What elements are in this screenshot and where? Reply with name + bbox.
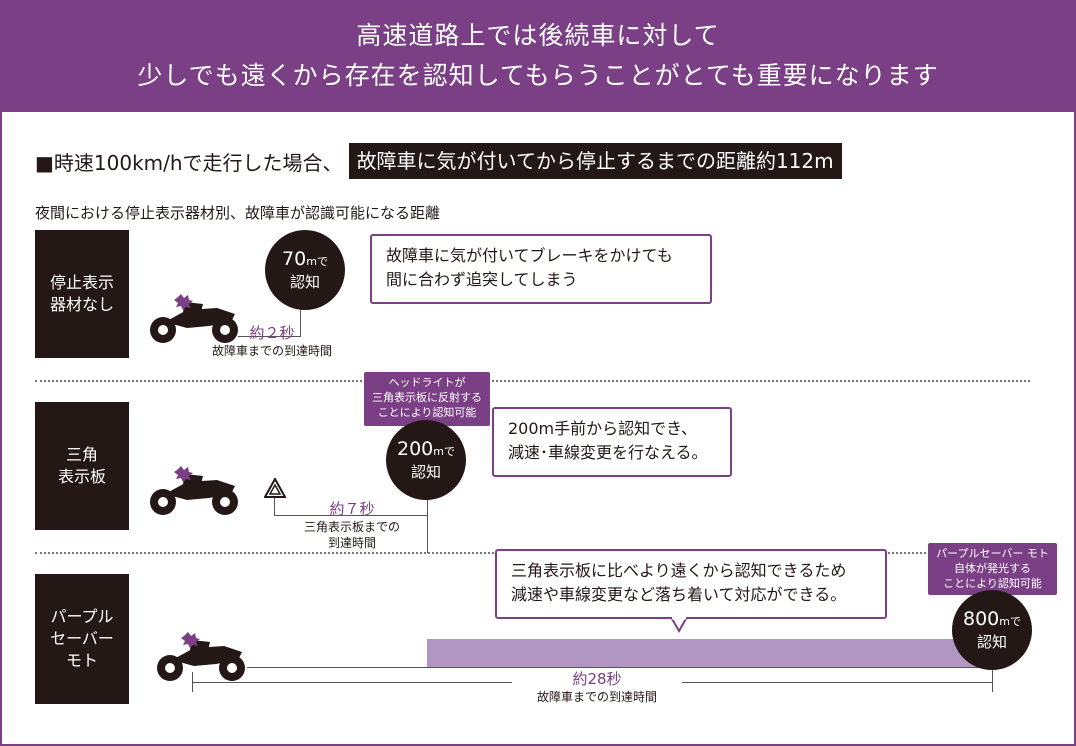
row-label-triangle: 三角 表示板 <box>35 402 129 530</box>
time-baseline <box>247 667 993 668</box>
callout-line: 間に合わず追突してしまう <box>386 270 578 289</box>
time-baseline <box>274 515 427 516</box>
distance-unit: mで <box>306 254 328 268</box>
reflection-note-tag: ヘッドライトが 三角表示板に反射する ことにより認知可能 <box>364 372 490 426</box>
warning-triangle-icon <box>264 478 286 498</box>
banner-line-1: 高速道路上では後続車に対して <box>356 21 720 50</box>
section-subtitle: 夜間における停止表示器材別、故障車が認識可能になる距離 <box>35 204 441 222</box>
distance-unit: mで <box>433 444 455 458</box>
tag-line: パープルセーバー モト <box>936 547 1049 560</box>
row-label-line: 停止表示 <box>49 273 114 292</box>
distance-suffix: 認知 <box>410 462 441 481</box>
motorcycle-icon <box>150 294 238 343</box>
tag-line: ことにより認知可能 <box>943 577 1042 590</box>
callout-line: 200m手前から認知でき、 <box>508 419 698 438</box>
row-label-line: セーバー <box>50 629 114 648</box>
distance-value: 200 <box>397 437 434 460</box>
row-label-line: パープル <box>50 607 114 626</box>
time-value: 約２秒 <box>249 324 295 342</box>
distance-marker-line <box>274 498 275 516</box>
row-label-line: 器材なし <box>49 295 114 314</box>
condition-prefix: ■時速100km/hで走行した場合、 <box>35 150 343 175</box>
time-baseline <box>238 336 301 337</box>
row-divider <box>35 380 1030 382</box>
time-value: 約７秒 <box>329 500 375 518</box>
time-description: 三角表示板までの <box>303 520 400 534</box>
time-label: 約７秒 三角表示板までの 到達時間 <box>277 500 427 551</box>
motorcycle-icon <box>157 632 245 681</box>
motorcycle-icon <box>150 466 238 515</box>
row-label-purple-saver: パープル セーバー モト <box>35 574 129 704</box>
time-label: 約28秒 故障車までの到達時間 <box>512 670 682 705</box>
callout-box: 200m手前から認知でき、 減速･車線変更を行なえる。 <box>492 407 732 477</box>
distance-marker-line <box>300 292 301 336</box>
distance-circle: 200mで 認知 <box>386 420 466 500</box>
self-luminous-note-tag: パープルセーバー モト 自体が発光する ことにより認知可能 <box>928 543 1057 595</box>
distance-circle: 800mで 認知 <box>952 590 1032 670</box>
distance-unit: mで <box>999 614 1021 628</box>
time-description: 到達時間 <box>327 536 376 550</box>
condition-statement: ■時速100km/hで走行した場合、 故障車に気が付いてから停止するまでの距離約… <box>35 143 842 179</box>
recognition-distance-bar <box>427 639 993 667</box>
distance-value: 70 <box>282 247 307 270</box>
time-description: 故障車までの到達時間 <box>536 690 657 704</box>
callout-line: 故障車に気が付いてブレーキをかけても <box>386 246 673 265</box>
tag-line: 三角表示板に反射する <box>372 391 482 404</box>
callout-line: 減速や車線変更など落ち着いて対応ができる。 <box>511 585 847 604</box>
tag-line: 自体が発光する <box>954 562 1031 575</box>
callout-box: 故障車に気が付いてブレーキをかけても 間に合わず追突してしまう <box>370 234 712 304</box>
time-value: 約28秒 <box>572 670 622 688</box>
callout-line: 三角表示板に比べより遠くから認知できるため <box>511 561 847 580</box>
distance-suffix: 認知 <box>976 632 1007 651</box>
callout-pointer <box>670 617 688 633</box>
tag-line: ヘッドライトが <box>388 376 466 389</box>
banner-line-2: 少しでも遠くから存在を認知してもらうことがとても重要になります <box>137 61 939 90</box>
row-label-no-device: 停止表示 器材なし <box>35 230 129 358</box>
distance-suffix: 認知 <box>289 272 320 291</box>
header-banner: 高速道路上では後続車に対して 少しでも遠くから存在を認知してもらうことがとても重… <box>2 2 1074 112</box>
row-label-line: モト <box>65 651 98 670</box>
row-label-line: 表示板 <box>57 467 106 486</box>
distance-value: 800 <box>963 607 1000 630</box>
tag-line: ことにより認知可能 <box>377 406 477 419</box>
time-description: 故障車までの到達時間 <box>211 344 332 358</box>
callout-line: 減速･車線変更を行なえる。 <box>508 443 708 462</box>
distance-circle: 70mで 認知 <box>265 230 345 310</box>
condition-highlight: 故障車に気が付いてから停止するまでの距離約112m <box>348 143 842 179</box>
callout-box: 三角表示板に比べより遠くから認知できるため 減速や車線変更など落ち着いて対応がで… <box>495 549 887 619</box>
row-label-line: 三角 <box>65 445 98 464</box>
time-label: 約２秒 故障車までの到達時間 <box>192 324 352 359</box>
distance-marker-line <box>427 457 428 553</box>
